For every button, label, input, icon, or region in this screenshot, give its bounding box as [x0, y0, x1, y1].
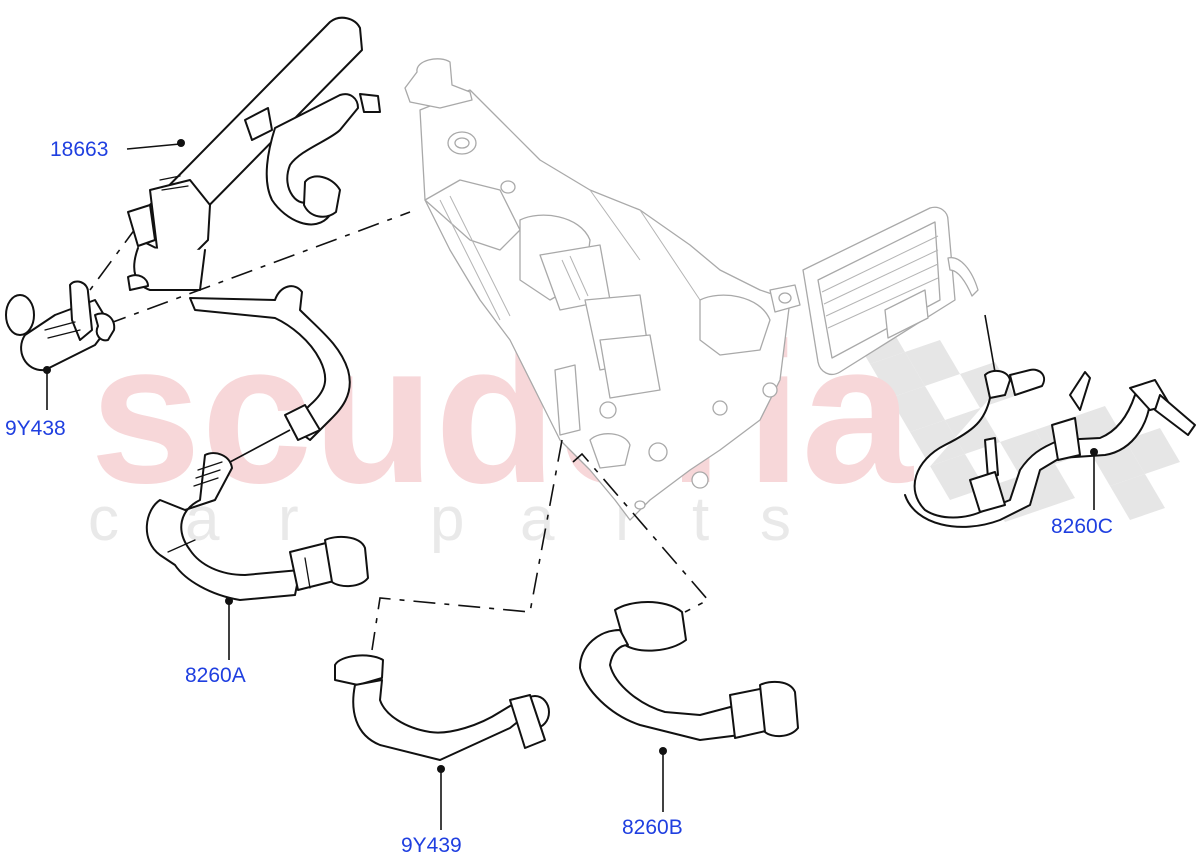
hose-8260B — [579, 601, 799, 741]
watermark-letter: p — [430, 485, 464, 554]
callout-18663[interactable]: 18663 — [50, 138, 109, 161]
callout-8260A[interactable]: 8260A — [185, 664, 246, 687]
callout-9Y439[interactable]: 9Y439 — [401, 834, 462, 857]
engine-assembly — [404, 58, 801, 521]
hose-18663 — [127, 16, 381, 291]
oil-cooler — [802, 206, 979, 376]
watermark-letter: s — [760, 485, 791, 554]
watermark-letter: a — [520, 485, 555, 554]
assembly-guide-lines — [89, 211, 996, 651]
callout-leaders — [43, 139, 1098, 830]
pipe-upper — [189, 285, 351, 441]
watermark-letter: t — [692, 485, 709, 554]
hose-8260A — [145, 452, 369, 601]
connector-9Y438 — [5, 280, 116, 372]
watermark: scuderia c a r p a r t s — [88, 302, 914, 554]
hose-8260C — [904, 368, 1196, 528]
watermark-letter: r — [278, 485, 299, 554]
callout-9Y438[interactable]: 9Y438 — [5, 417, 66, 440]
hose-9Y439 — [334, 654, 550, 761]
callout-8260C[interactable]: 8260C — [1051, 515, 1113, 538]
watermark-letter: c — [88, 485, 119, 554]
callout-8260B[interactable]: 8260B — [622, 816, 683, 839]
